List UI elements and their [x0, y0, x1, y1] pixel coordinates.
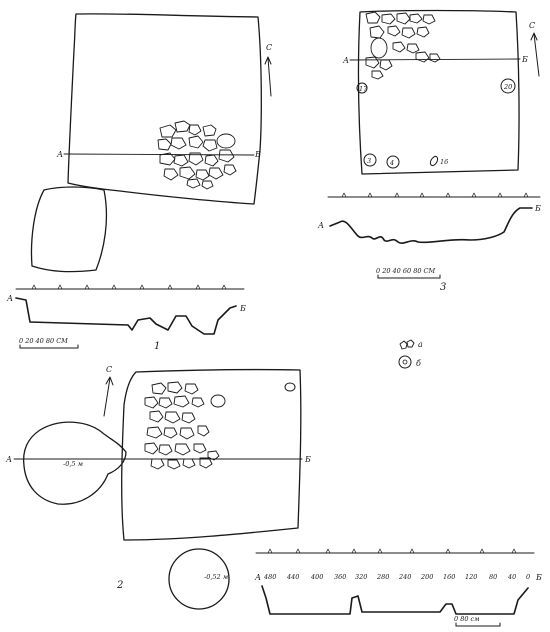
- fig3-section-line: [349, 58, 521, 61]
- fig2-post-hole: [284, 382, 296, 392]
- fig1-plan-label-a: А: [56, 150, 63, 159]
- fig2-tick-40: 40: [507, 573, 516, 581]
- fig2-tick-400: 400: [310, 573, 323, 581]
- figure-1: А Б С А Б 0 20 40 80 СМ 1: [6, 13, 272, 352]
- legend-item-b-symbol: [398, 355, 412, 369]
- fig1-north-arrow: [267, 57, 272, 97]
- fig3-post-label-4: 4: [389, 159, 394, 167]
- fig3-post-label-20: 20: [503, 83, 512, 91]
- fig2-left-pit-outline: [22, 421, 127, 505]
- fig2-tick-0: 0: [526, 573, 530, 581]
- fig3-north-arrow: [533, 33, 540, 77]
- fig2-tick-240: 240: [398, 573, 411, 581]
- fig3-post-20: [500, 78, 516, 94]
- fig2-tick-320: 320: [355, 573, 367, 581]
- fig3-section-label-a: А: [317, 221, 324, 230]
- fig1-plan-label-b: Б: [254, 150, 261, 159]
- fig3-post-3: [363, 153, 377, 167]
- fig2-pit-outline: [121, 368, 302, 541]
- figure-2: -0,5 м А Б С -0,52 м 2 480 440 400 360 3…: [5, 365, 542, 627]
- fig2-depth-left: -0,5 м: [63, 460, 83, 468]
- fig2-section-profile: [261, 585, 529, 615]
- fig3-section-label-b: Б: [534, 204, 541, 213]
- fig2-tick-480: 480: [263, 573, 276, 581]
- legend-item-a-symbol: [399, 340, 408, 350]
- figure-3: А Б 20 3 4 16 17 С А Б 0 20 40 60 80 СМ …: [317, 9, 541, 293]
- fig1-scale-text: 0 20 40 80 СМ: [19, 337, 68, 345]
- fig2-tick-160: 160: [443, 573, 455, 581]
- fig3-post-label-17: 17: [359, 85, 368, 93]
- fig3-vegetation-marks: [341, 192, 529, 198]
- fig3-scale-text: 0 20 40 60 80 СМ: [376, 267, 436, 275]
- fig3-plan-label-a: А: [342, 56, 349, 65]
- fig2-tick-440: 440: [286, 573, 299, 581]
- fig2-north-arrow: [103, 377, 111, 417]
- fig1-vegetation-marks: [31, 284, 227, 290]
- fig3-stone-cluster: [365, 11, 441, 80]
- fig1-pit-outline: [67, 13, 262, 205]
- fig3-figure-number: 3: [440, 282, 446, 293]
- fig1-section-profile: [15, 297, 237, 335]
- fig3-post-4: [386, 155, 400, 169]
- fig3-post-label-3: 3: [367, 157, 371, 165]
- fig1-section-line: [63, 153, 255, 156]
- fig1-figure-number: 1: [154, 341, 160, 352]
- fig3-post-17: [356, 82, 368, 94]
- fig2-north-label: С: [106, 365, 112, 374]
- fig1-north-label: С: [266, 43, 272, 52]
- fig2-tick-80: 80: [489, 573, 497, 581]
- fig3-plan-label-b: Б: [521, 55, 528, 64]
- fig2-tick-360: 360: [334, 573, 346, 581]
- fig2-section-ticks: 480 440 400 360 320 280 240 200 160 120 …: [263, 573, 530, 581]
- fig2-vegetation-marks: [267, 548, 517, 554]
- fig1-section-label-a: А: [6, 294, 13, 303]
- fig1-adjoining-pit-outline: [30, 186, 108, 273]
- fig2-plan-label-a: А: [5, 455, 12, 464]
- fig2-section-label-b: Б: [535, 573, 542, 582]
- fig2-bottom-pit-outline: [168, 548, 230, 610]
- fig2-plan-label-b: Б: [304, 455, 311, 464]
- fig2-section-label-a: А: [254, 573, 261, 582]
- fig3-post-label-16: 16: [440, 158, 448, 166]
- fig1-section-label-b: Б: [239, 304, 246, 313]
- legend-item-a-label: а: [418, 340, 423, 349]
- fig2-depth-bottom: -0,52 м: [204, 573, 228, 581]
- fig2-tick-200: 200: [420, 573, 433, 581]
- legend-item-b-label: б: [416, 359, 421, 368]
- fig2-figure-number: 2: [116, 580, 123, 591]
- legend: а б: [398, 339, 423, 369]
- fig2-stone-cluster: [144, 381, 226, 470]
- fig2-tick-120: 120: [465, 573, 477, 581]
- fig3-north-label: С: [529, 21, 535, 30]
- fig2-tick-280: 280: [376, 573, 389, 581]
- fig3-pit-outline: [357, 9, 520, 175]
- fig3-section-profile: [329, 207, 533, 244]
- fig3-post-16: [429, 155, 439, 167]
- fig2-scale-text: 0 80 см: [454, 615, 480, 623]
